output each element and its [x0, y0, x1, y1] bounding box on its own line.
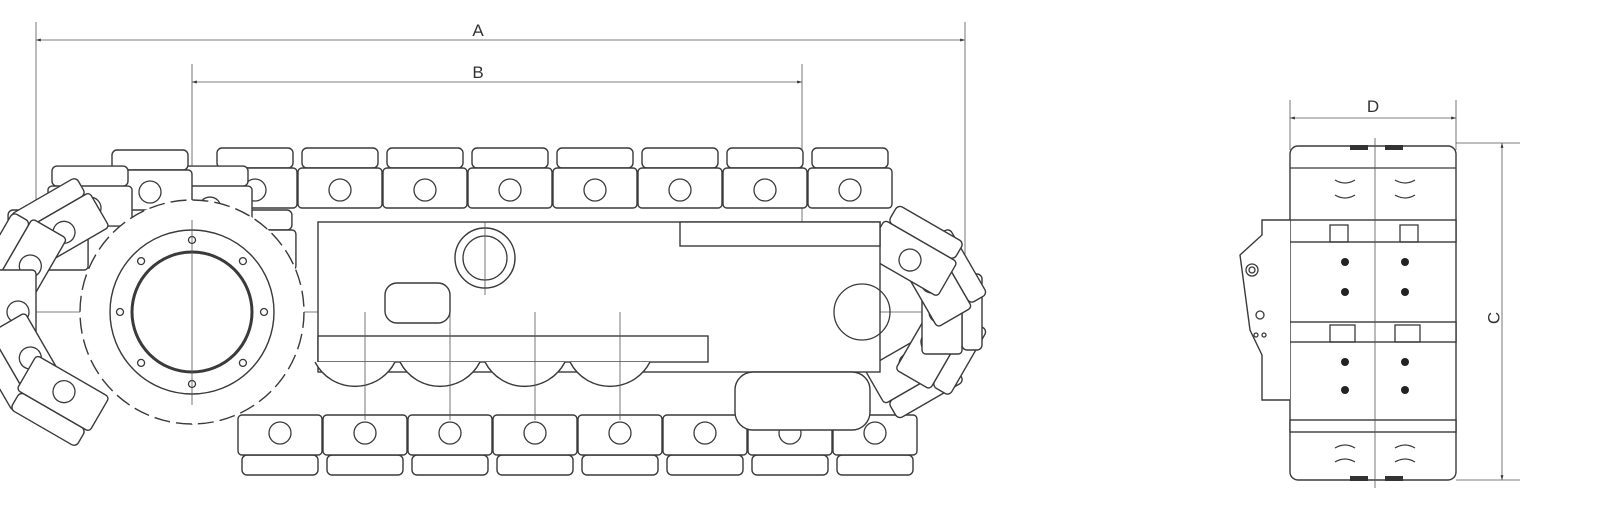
link-band: [1289, 321, 1457, 343]
inspection-cover: [384, 282, 451, 324]
link-band: [1289, 219, 1457, 243]
bolt: [238, 358, 248, 368]
dimension-d-label: D: [1367, 97, 1379, 116]
track-link-bottom: [322, 414, 408, 476]
bolt: [136, 256, 146, 266]
dimension-c-label: C: [1484, 312, 1503, 324]
pad-hole: [1341, 288, 1349, 296]
track-link-front: [11, 355, 109, 446]
road-roller: [399, 361, 481, 388]
dimension-c: C: [1456, 142, 1520, 481]
road-roller: [314, 361, 396, 388]
pad-markings: [1334, 179, 1416, 463]
dimension-a-label: A: [472, 21, 484, 40]
road-rollers: [314, 312, 651, 420]
bolt: [136, 358, 146, 368]
dimension-d: D: [1289, 97, 1457, 150]
track-link-top: [637, 147, 723, 209]
pad-hole: [1401, 258, 1409, 266]
bolt: [115, 307, 125, 317]
track-link-bottom: [577, 414, 663, 476]
pad-hole: [1341, 358, 1349, 366]
track-link-top: [467, 147, 553, 209]
track-link-top: [552, 147, 638, 209]
bolt: [238, 256, 248, 266]
frame-top-plate: [679, 221, 881, 247]
frame-lower-rail: [317, 335, 709, 363]
idler: [833, 283, 891, 341]
track-link-bottom: [407, 414, 493, 476]
pad-hole: [1341, 386, 1349, 394]
pad-hole: [1401, 288, 1409, 296]
dimension-b-label: B: [472, 63, 483, 82]
track-link-bottom: [237, 414, 323, 476]
track-link-top: [807, 147, 893, 209]
pad-hole: [1341, 258, 1349, 266]
track-link-bottom: [662, 414, 748, 476]
road-roller: [484, 361, 566, 388]
pad-hole: [1401, 386, 1409, 394]
track-end-view: D C: [1239, 97, 1520, 488]
track-link-top: [382, 147, 468, 209]
side-mount-bracket: [1239, 219, 1290, 401]
road-roller: [569, 361, 651, 388]
link-band: [1289, 419, 1457, 433]
tensioner-block: [734, 371, 871, 431]
track-link-top: [297, 147, 383, 209]
bolt: [259, 307, 269, 317]
track-side-view: [0, 147, 987, 476]
track-link-bottom: [492, 414, 578, 476]
pad-hole: [1401, 358, 1409, 366]
track-link-top: [722, 147, 808, 209]
